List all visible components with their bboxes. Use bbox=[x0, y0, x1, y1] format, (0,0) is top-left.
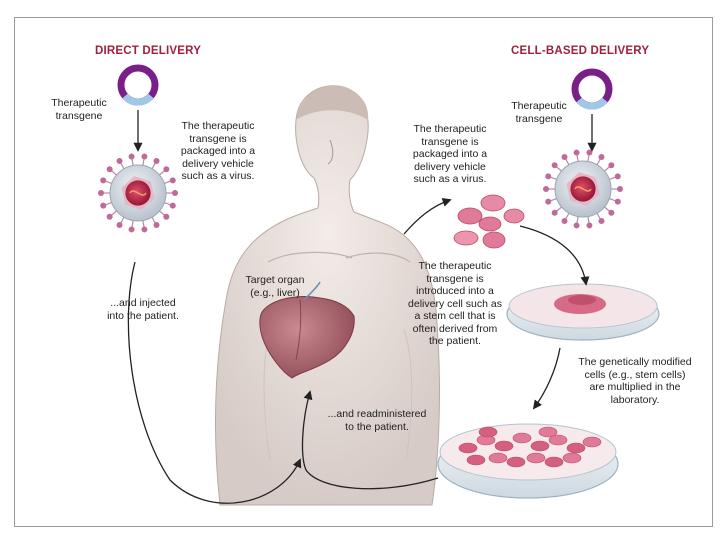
pathway-arrows bbox=[127, 110, 597, 504]
liver-organ bbox=[259, 281, 355, 379]
introduced-label: The therapeutic transgene is introduced … bbox=[408, 260, 502, 347]
plasmid-right-icon bbox=[571, 68, 613, 110]
readministered-label: ...and readministered to the patient. bbox=[327, 408, 427, 433]
cell-based-delivery-heading: CELL-BASED DELIVERY bbox=[511, 45, 650, 57]
injected-label: ...and injected into the patient. bbox=[107, 297, 179, 322]
multiplied-label: The genetically modified cells (e.g., st… bbox=[578, 356, 692, 406]
packaged-label-right: The therapeutic transgene is packaged in… bbox=[412, 123, 488, 185]
virus-right-icon bbox=[543, 149, 623, 229]
virus-left-icon bbox=[98, 153, 178, 233]
transgene-label-left: Therapeutic transgene bbox=[51, 97, 107, 122]
packaged-label-left: The therapeutic transgene is packaged in… bbox=[180, 120, 256, 182]
petri-dish-small-icon bbox=[506, 283, 660, 341]
direct-delivery-heading: DIRECT DELIVERY bbox=[95, 45, 202, 57]
plasmid-left-icon bbox=[117, 64, 159, 106]
petri-dish-large-icon bbox=[437, 423, 619, 499]
target-organ-label: Target organ (e.g., liver) bbox=[245, 274, 305, 299]
transgene-label-right: Therapeutic transgene bbox=[511, 100, 567, 125]
delivery-cells-icon bbox=[453, 194, 525, 249]
